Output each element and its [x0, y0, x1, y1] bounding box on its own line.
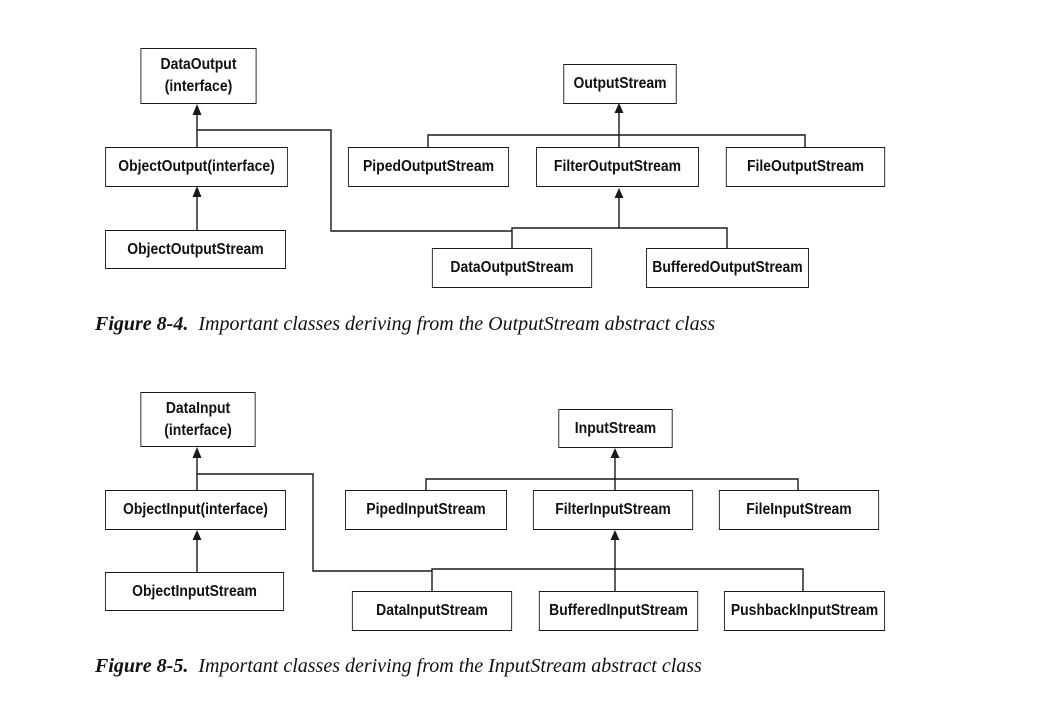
filter-output-stream-box: FilterOutputStream — [536, 147, 699, 187]
input-stream-box: InputStream — [558, 409, 673, 448]
box-label: BufferedInputStream — [549, 602, 688, 619]
data-output-interface-box: DataOutput (interface) — [140, 48, 257, 104]
connector — [425, 478, 799, 490]
box-label: DataInputStream — [376, 602, 488, 619]
piped-output-stream-box: PipedOutputStream — [347, 147, 510, 187]
connector — [431, 568, 804, 591]
box-label: FileInputStream — [746, 501, 852, 518]
arrowhead — [610, 530, 620, 540]
filter-input-stream-box: FilterInputStream — [532, 490, 694, 530]
box-label: BufferedOutputStream — [652, 259, 803, 276]
connector — [197, 129, 512, 232]
box-label: DataOutputStream — [450, 259, 574, 276]
box-label: ObjectInputStream — [132, 582, 257, 600]
caption-text: Important classes deriving from the Outp… — [198, 313, 716, 335]
buffered-output-stream-box: BufferedOutputStream — [646, 248, 809, 288]
box-label: OutputStream — [573, 75, 667, 92]
output-stream-box: OutputStream — [563, 64, 677, 104]
arrowhead — [610, 448, 620, 458]
box-label: ObjectOutputStream — [127, 240, 264, 258]
connector — [511, 227, 728, 248]
box-label: DataOutput — [160, 56, 237, 73]
box-label: PipedOutputStream — [362, 158, 494, 175]
object-input-interface-box: ObjectInput(interface) — [105, 490, 286, 530]
file-input-stream-box: FileInputStream — [718, 490, 880, 530]
box-label: FileOutputStream — [746, 158, 865, 175]
box-label: ObjectOutput(interface) — [118, 158, 275, 175]
data-input-interface-box: DataInput (interface) — [140, 392, 256, 447]
box-sublabel: (interface) — [164, 421, 232, 439]
box-label: PushbackInputStream — [730, 602, 879, 619]
connector — [197, 473, 432, 572]
box-label: ObjectInput(interface) — [123, 501, 268, 518]
arrowhead — [614, 188, 624, 198]
piped-input-stream-box: PipedInputStream — [345, 490, 507, 530]
data-output-stream-box: DataOutputStream — [431, 248, 593, 288]
figure-caption: Figure 8-5. Important classes deriving f… — [95, 655, 702, 678]
pushback-input-stream-box: PushbackInputStream — [723, 591, 886, 631]
box-label: PipedInputStream — [366, 501, 486, 518]
box-label: FilterInputStream — [555, 501, 671, 518]
box-sublabel: (interface) — [164, 78, 233, 95]
arrowhead — [192, 186, 202, 197]
file-output-stream-box: FileOutputStream — [725, 147, 886, 187]
buffered-input-stream-box: BufferedInputStream — [538, 591, 699, 631]
box-label: InputStream — [574, 419, 657, 437]
object-output-interface-box: ObjectOutput(interface) — [105, 147, 288, 187]
data-input-stream-box: DataInputStream — [351, 591, 513, 631]
figure-caption: Figure 8-4. Important classes deriving f… — [95, 313, 715, 336]
arrowhead — [192, 530, 202, 540]
arrowhead — [614, 103, 624, 113]
figure-number: Figure 8-5. — [95, 655, 189, 677]
object-output-stream-box: ObjectOutputStream — [105, 230, 286, 269]
caption-text: Important classes deriving from the Inpu… — [198, 655, 702, 677]
box-label: DataInput — [165, 399, 231, 417]
arrowhead — [192, 104, 202, 115]
figure-number: Figure 8-4. — [95, 313, 189, 335]
arrowhead — [192, 447, 202, 458]
box-label: FilterOutputStream — [553, 158, 682, 175]
connector — [427, 134, 806, 147]
object-input-stream-box: ObjectInputStream — [104, 572, 285, 611]
